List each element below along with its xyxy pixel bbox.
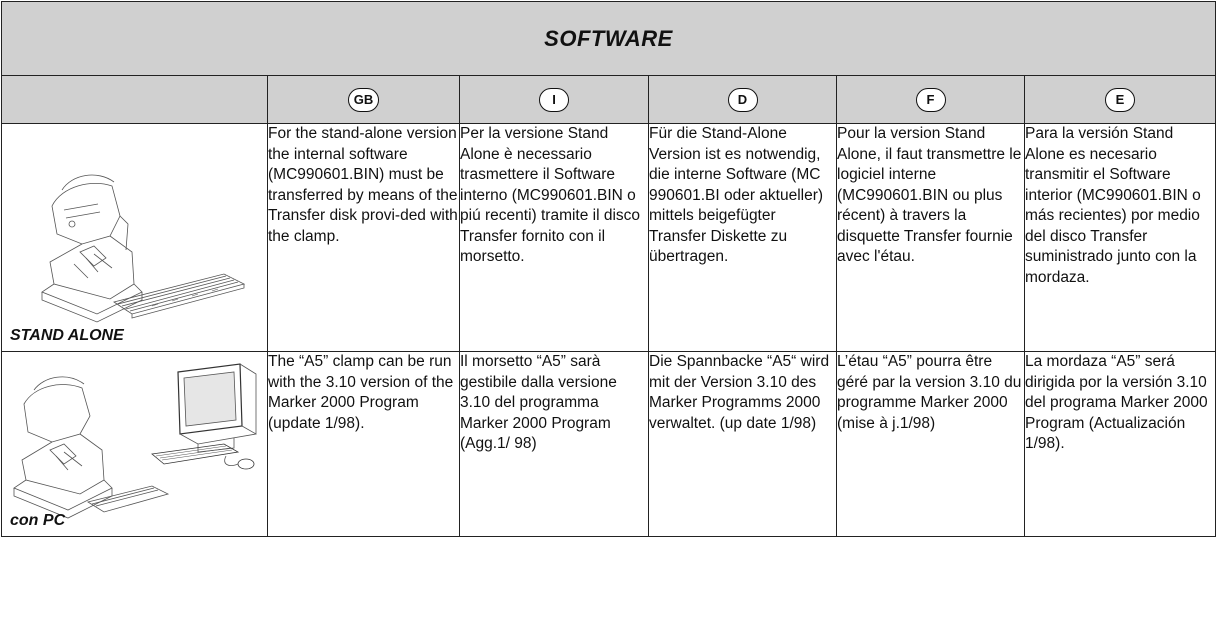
text-con-pc-gb: The “A5” clamp can be run with the 3.10 … [267, 351, 460, 537]
table-row-con-pc: con PC The “A5” clamp can be run with th… [1, 351, 1217, 537]
text-stand-alone-e: Para la versión Stand Alone es necesario… [1023, 123, 1217, 352]
text-stand-alone-i: Per la versione Stand Alone è necessario… [459, 123, 649, 352]
lang-header-i: I [459, 75, 649, 124]
machine-with-pc-illustration [13, 363, 257, 519]
lang-badge-e: E [1105, 87, 1135, 112]
marking-machine-illustration [41, 174, 246, 323]
language-header-row: GB I D F E [1, 75, 1217, 124]
con-pc-image-cell: con PC [1, 351, 268, 537]
lang-badge-gb: GB [347, 87, 380, 112]
lang-header-f: F [836, 75, 1025, 124]
lang-badge-f: F [915, 87, 946, 112]
lang-header-e: E [1023, 75, 1217, 124]
text-stand-alone-gb: For the stand-alone version the internal… [267, 123, 460, 352]
text-con-pc-i: Il morsetto “A5” sarà gestibile dalla ve… [459, 351, 649, 537]
text-con-pc-e: La mordaza “A5” será dirigida por la ver… [1023, 351, 1217, 537]
text-stand-alone-f: Pour la version Stand Alone, il faut tra… [836, 123, 1025, 352]
corner-cell [1, 75, 268, 124]
stand-alone-image-cell: STAND ALONE [1, 123, 268, 352]
table-row-stand-alone: STAND ALONE For the stand-alone version … [1, 123, 1217, 352]
row-label-con-pc: con PC [10, 512, 66, 529]
page-title: SOFTWARE [544, 25, 673, 51]
lang-badge-i: I [539, 87, 569, 112]
text-con-pc-d: Die Spannbacke “A5“ wird mit der Version… [648, 351, 837, 537]
text-con-pc-f: L’étau “A5” pourra être géré par la vers… [836, 351, 1025, 537]
lang-header-gb: GB [267, 75, 460, 124]
lang-header-d: D [648, 75, 837, 124]
text-stand-alone-d: Für die Stand-Alone Version ist es notwe… [648, 123, 837, 352]
title-cell: SOFTWARE [0, 1, 1217, 76]
lang-badge-d: D [727, 87, 758, 112]
software-table: SOFTWARE GB I D F E [0, 1, 1217, 537]
row-label-stand-alone: STAND ALONE [10, 327, 124, 344]
